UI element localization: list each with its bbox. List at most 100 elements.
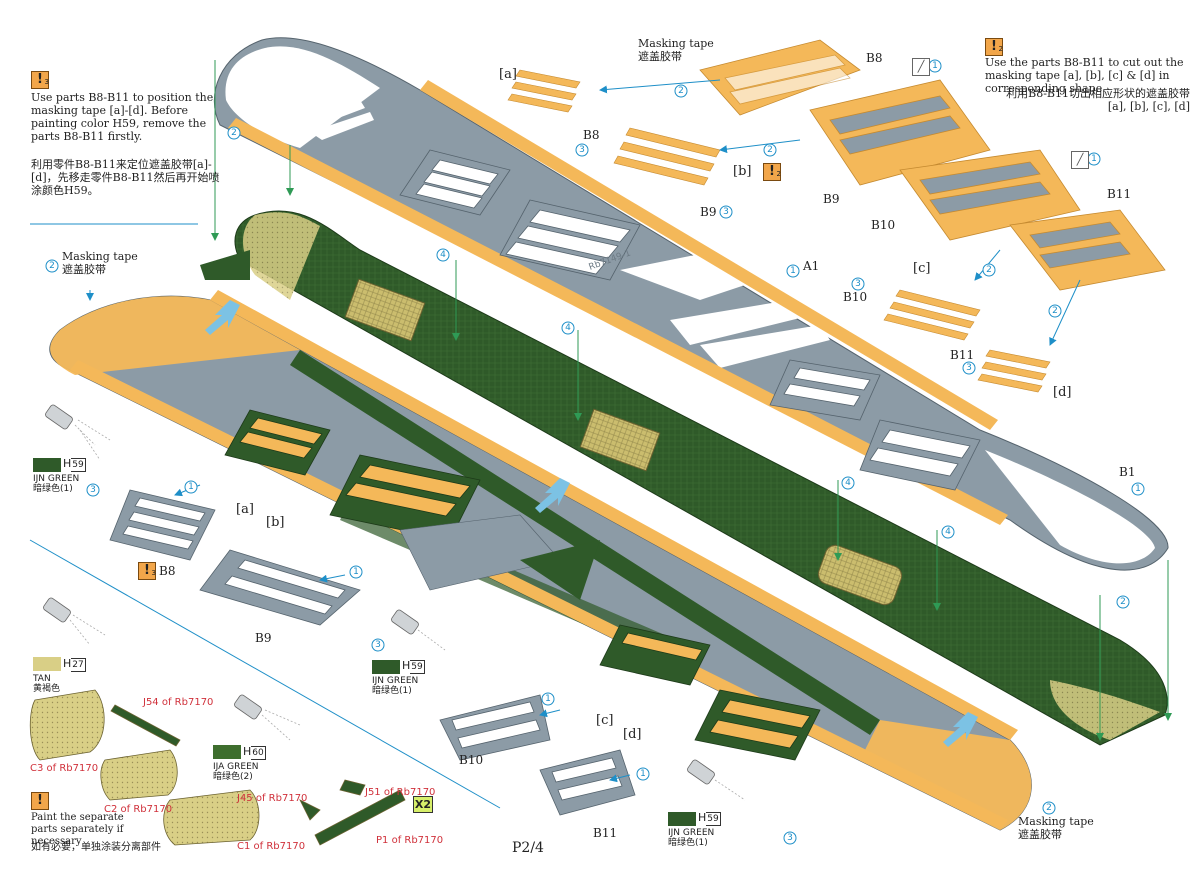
deck-green-middle — [200, 210, 1168, 746]
paint-code-h60: H60 — [243, 745, 266, 760]
step-number: 4 — [440, 250, 446, 260]
warning-badge-top-right: !2 — [985, 38, 1003, 56]
tape-label-b-top: [b] — [733, 164, 752, 179]
arrows-green — [211, 60, 1172, 741]
step-circles — [45, 59, 1145, 845]
page-number: P2/4 — [512, 840, 544, 856]
part-label-b10-right: B10 — [871, 218, 896, 232]
warning-badge-bottom-left: ! — [31, 792, 49, 810]
part-label-b8-mid: B8 — [583, 128, 600, 142]
part-label-b8-top: B8 — [866, 51, 883, 65]
step-number: 3 — [90, 485, 96, 495]
color-swatch-ija-green — [213, 745, 241, 759]
divider-line-diagonal — [29, 539, 501, 809]
step-number: 2 — [49, 261, 55, 271]
step-number: 4 — [565, 323, 571, 333]
part-label-b11-bottom: B11 — [593, 826, 618, 840]
step-number: 1 — [932, 61, 938, 71]
paint-code-h59-3: H59 — [698, 811, 721, 826]
note-top-left-en: Use parts B8-B11 to position the masking… — [31, 91, 214, 143]
step-number: 3 — [966, 363, 972, 373]
step-number: 1 — [1135, 484, 1141, 494]
note-bottom-left-cn: 如有必要，单独涂装分离部件 — [31, 842, 161, 853]
hobby-knife-icon: ╱ — [1071, 151, 1089, 169]
step-number: 1 — [353, 567, 359, 577]
note-top-right-cn: 利用B8-B11切出相应形状的遮盖胶带[a], [b], [c], [d] — [1006, 87, 1190, 113]
tape-label-b-bottom: [b] — [266, 515, 285, 530]
step-number: 1 — [545, 694, 551, 704]
quantity-badge-x2: X2 — [413, 796, 433, 813]
step-number: 4 — [845, 478, 851, 488]
part-label-b9-mid: B9 — [700, 205, 717, 219]
color-swatch-ijn-green-1 — [33, 458, 61, 472]
template-parts — [109, 489, 636, 816]
color-swatch-tan — [33, 657, 61, 671]
step-number: 2 — [986, 265, 992, 275]
note-top-left-cn: 利用零件B8-B11来定位遮盖胶带[a]-[d]，先移走零件B8-B11然后再开… — [31, 158, 220, 197]
part-label-b1: B1 — [1119, 465, 1136, 479]
warning-badge-top-left: !3 — [31, 71, 49, 89]
tape-label-c-top: [c] — [913, 261, 931, 276]
part-label-b10-bottom: B10 — [459, 753, 484, 767]
paint-code-h59-2: H59 — [402, 659, 425, 674]
step-number: 2 — [1046, 803, 1052, 813]
color-swatch-ijn-green-3 — [668, 812, 696, 826]
step-number: 4 — [945, 527, 951, 537]
tape-label-a-bottom: [a] — [236, 502, 254, 517]
masking-tape-sheets — [699, 39, 1166, 291]
step-number: 3 — [787, 833, 793, 843]
part-label-b11-mid: B11 — [950, 348, 975, 362]
deck-lower-painted — [49, 290, 1032, 831]
step-number: 2 — [231, 128, 237, 138]
color-swatch-ijn-green-2 — [372, 660, 400, 674]
part-label-c3: C3 of Rb7170 — [30, 763, 99, 774]
tape-label-d-bottom: [d] — [623, 727, 642, 742]
part-label-b10-mid: B10 — [843, 290, 868, 304]
part-label-a1: A1 — [803, 259, 820, 273]
arrows-blue — [86, 79, 1081, 783]
note-top-right-en: Use the parts B8-B11 to cut out the mask… — [985, 56, 1184, 95]
part-label-j45: J45 of Rb7170 — [237, 793, 308, 804]
part-label-b8-bottom: B8 — [159, 564, 176, 578]
part-label-c1: C1 of Rb7170 — [237, 841, 306, 852]
part-label-j54: J54 of Rb7170 — [143, 697, 214, 708]
step-number: 1 — [640, 769, 646, 779]
step-number: 3 — [375, 640, 381, 650]
step-number: 1 — [1091, 154, 1097, 164]
step-number: 2 — [767, 145, 773, 155]
step-number: 3 — [723, 207, 729, 217]
paint-code-h59-1: H59 — [63, 457, 86, 472]
tape-label-a-top: [a] — [499, 67, 517, 82]
paint-code-h27: H27 — [63, 657, 86, 672]
step-number: 2 — [1120, 597, 1126, 607]
part-label-b9-bottom: B9 — [255, 631, 272, 645]
warning-badge-b8: !3 — [138, 562, 156, 580]
tape-label-d-top: [d] — [1053, 385, 1072, 400]
part-label-c2: C2 of Rb7170 — [104, 804, 173, 815]
tape-label-c-bottom: [c] — [596, 713, 614, 728]
deck-a1-grey: Rb7149-1 — [213, 37, 1169, 571]
hobby-knife-icon: ╱ — [912, 58, 930, 76]
part-label-j51: J51 of Rb7170 — [365, 787, 436, 798]
arrows-big-blue — [205, 300, 978, 747]
step-number: 3 — [855, 279, 861, 289]
spray-guns — [43, 404, 746, 801]
part-label-b11-right: B11 — [1107, 187, 1132, 201]
step-number: 1 — [790, 266, 796, 276]
part-label-b9-right: B9 — [823, 192, 840, 206]
tape-strips — [507, 69, 1051, 393]
step-number: 2 — [678, 86, 684, 96]
note-bottom-left-en: Paint the separate parts separately if n… — [31, 812, 124, 847]
step-number: 3 — [579, 145, 585, 155]
separate-parts — [29, 689, 406, 846]
